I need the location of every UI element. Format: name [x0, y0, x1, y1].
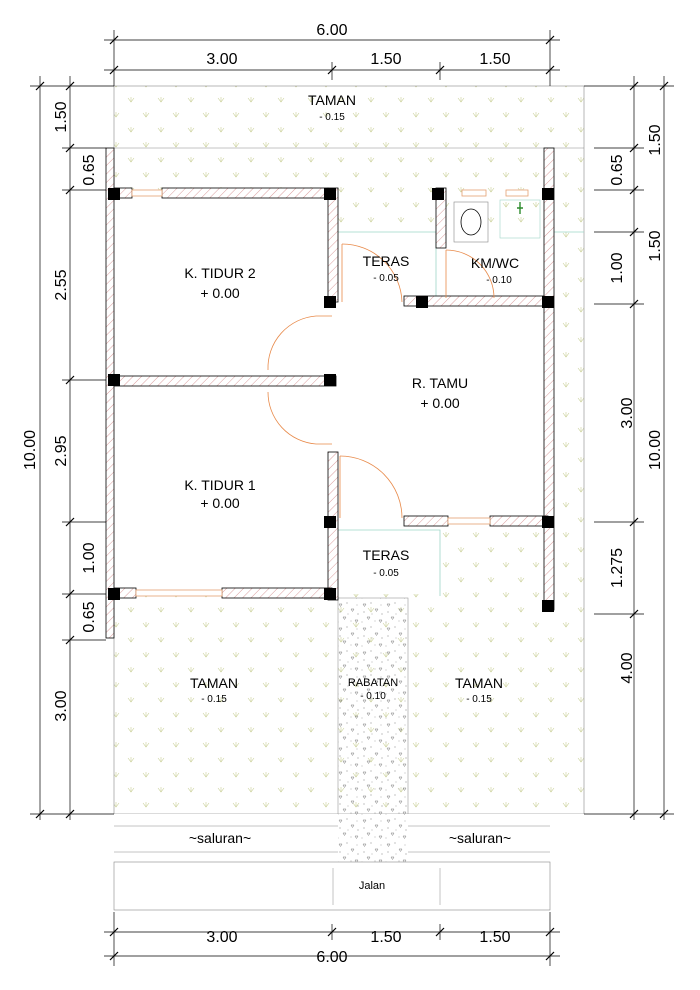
toilet-icon: [460, 208, 482, 236]
room-km-wc-elev: - 0.10: [486, 275, 512, 286]
dim-left-2: 0.65: [81, 154, 98, 185]
dim-right-5: 3.00: [619, 397, 636, 428]
dim-left-5: 1.00: [81, 542, 98, 573]
room-k-tidur-2-elev: + 0.00: [200, 285, 240, 301]
dim-left-6: 0.65: [81, 601, 98, 632]
room-k-tidur-1: K. TIDUR 1: [184, 477, 256, 493]
room-taman-right-elev: - 0.15: [466, 694, 492, 705]
dim-left-3: 2.55: [53, 269, 70, 300]
room-taman-left: TAMAN: [190, 675, 238, 691]
saluran-left-label: ~saluran~: [189, 830, 251, 846]
room-k-tidur-1-elev: + 0.00: [200, 495, 240, 511]
room-km-wc: KM/WC: [471, 255, 519, 271]
room-labels: TAMAN - 0.15 K. TIDUR 2 + 0.00 TERAS - 0…: [184, 92, 519, 705]
room-teras-top-elev: - 0.05: [373, 273, 399, 284]
columns: [108, 188, 554, 612]
room-r-tamu-elev: + 0.00: [420, 395, 460, 411]
room-rabatan-elev: - 0.10: [360, 691, 386, 702]
dim-right-1: 1.50: [647, 124, 664, 155]
room-teras-bottom: TERAS: [363, 547, 410, 563]
windows: [131, 189, 529, 597]
dim-bottom-total: 6.00: [316, 949, 347, 966]
saluran-right-label: ~saluran~: [449, 830, 511, 846]
dim-top-a: 3.00: [206, 51, 237, 68]
dim-right-2: 0.65: [609, 154, 626, 185]
street: [113, 861, 551, 911]
room-taman-left-elev: - 0.15: [201, 694, 227, 705]
dim-bottom-b: 1.50: [370, 929, 401, 946]
room-taman-top-elev: - 0.15: [319, 112, 345, 123]
dim-left-4: 2.95: [53, 435, 70, 466]
dim-bottom-a: 3.00: [206, 929, 237, 946]
room-k-tidur-2: K. TIDUR 2: [184, 265, 256, 281]
dim-right-total: 10.00: [647, 430, 664, 470]
walls: [105, 147, 555, 639]
dim-bottom-c: 1.50: [479, 929, 510, 946]
dim-right-3: 1.50: [647, 230, 664, 261]
dim-left-1: 1.50: [53, 101, 70, 132]
room-taman-top: TAMAN: [308, 92, 356, 108]
faucet-icon: [517, 202, 523, 214]
dim-top-total: 6.00: [316, 22, 347, 39]
dim-right-6: 1.275: [609, 548, 626, 588]
dim-right-7: 4.00: [619, 652, 636, 683]
toilet-fixtures: [453, 199, 541, 243]
dim-top-c: 1.50: [479, 51, 510, 68]
room-taman-right: TAMAN: [455, 675, 503, 691]
dimension-lines: [30, 30, 674, 966]
room-rabatan: RABATAN: [348, 677, 398, 689]
dim-left-total: 10.00: [22, 430, 39, 470]
dim-right-4: 1.00: [609, 252, 626, 283]
room-teras-bottom-elev: - 0.05: [373, 568, 399, 579]
dim-left-7: 3.00: [53, 690, 70, 721]
jalan-label: Jalan: [359, 880, 385, 892]
street-labels: ~saluran~ ~saluran~ Jalan: [189, 830, 511, 892]
room-teras-top: TERAS: [363, 253, 410, 269]
doors: [267, 243, 495, 519]
room-r-tamu: R. TAMU: [412, 375, 468, 391]
dim-top-b: 1.50: [370, 51, 401, 68]
site: [113, 85, 585, 911]
dimension-labels: 6.00 3.00 1.50 1.50 3.00 1.50 1.50 6.00 …: [22, 22, 664, 966]
